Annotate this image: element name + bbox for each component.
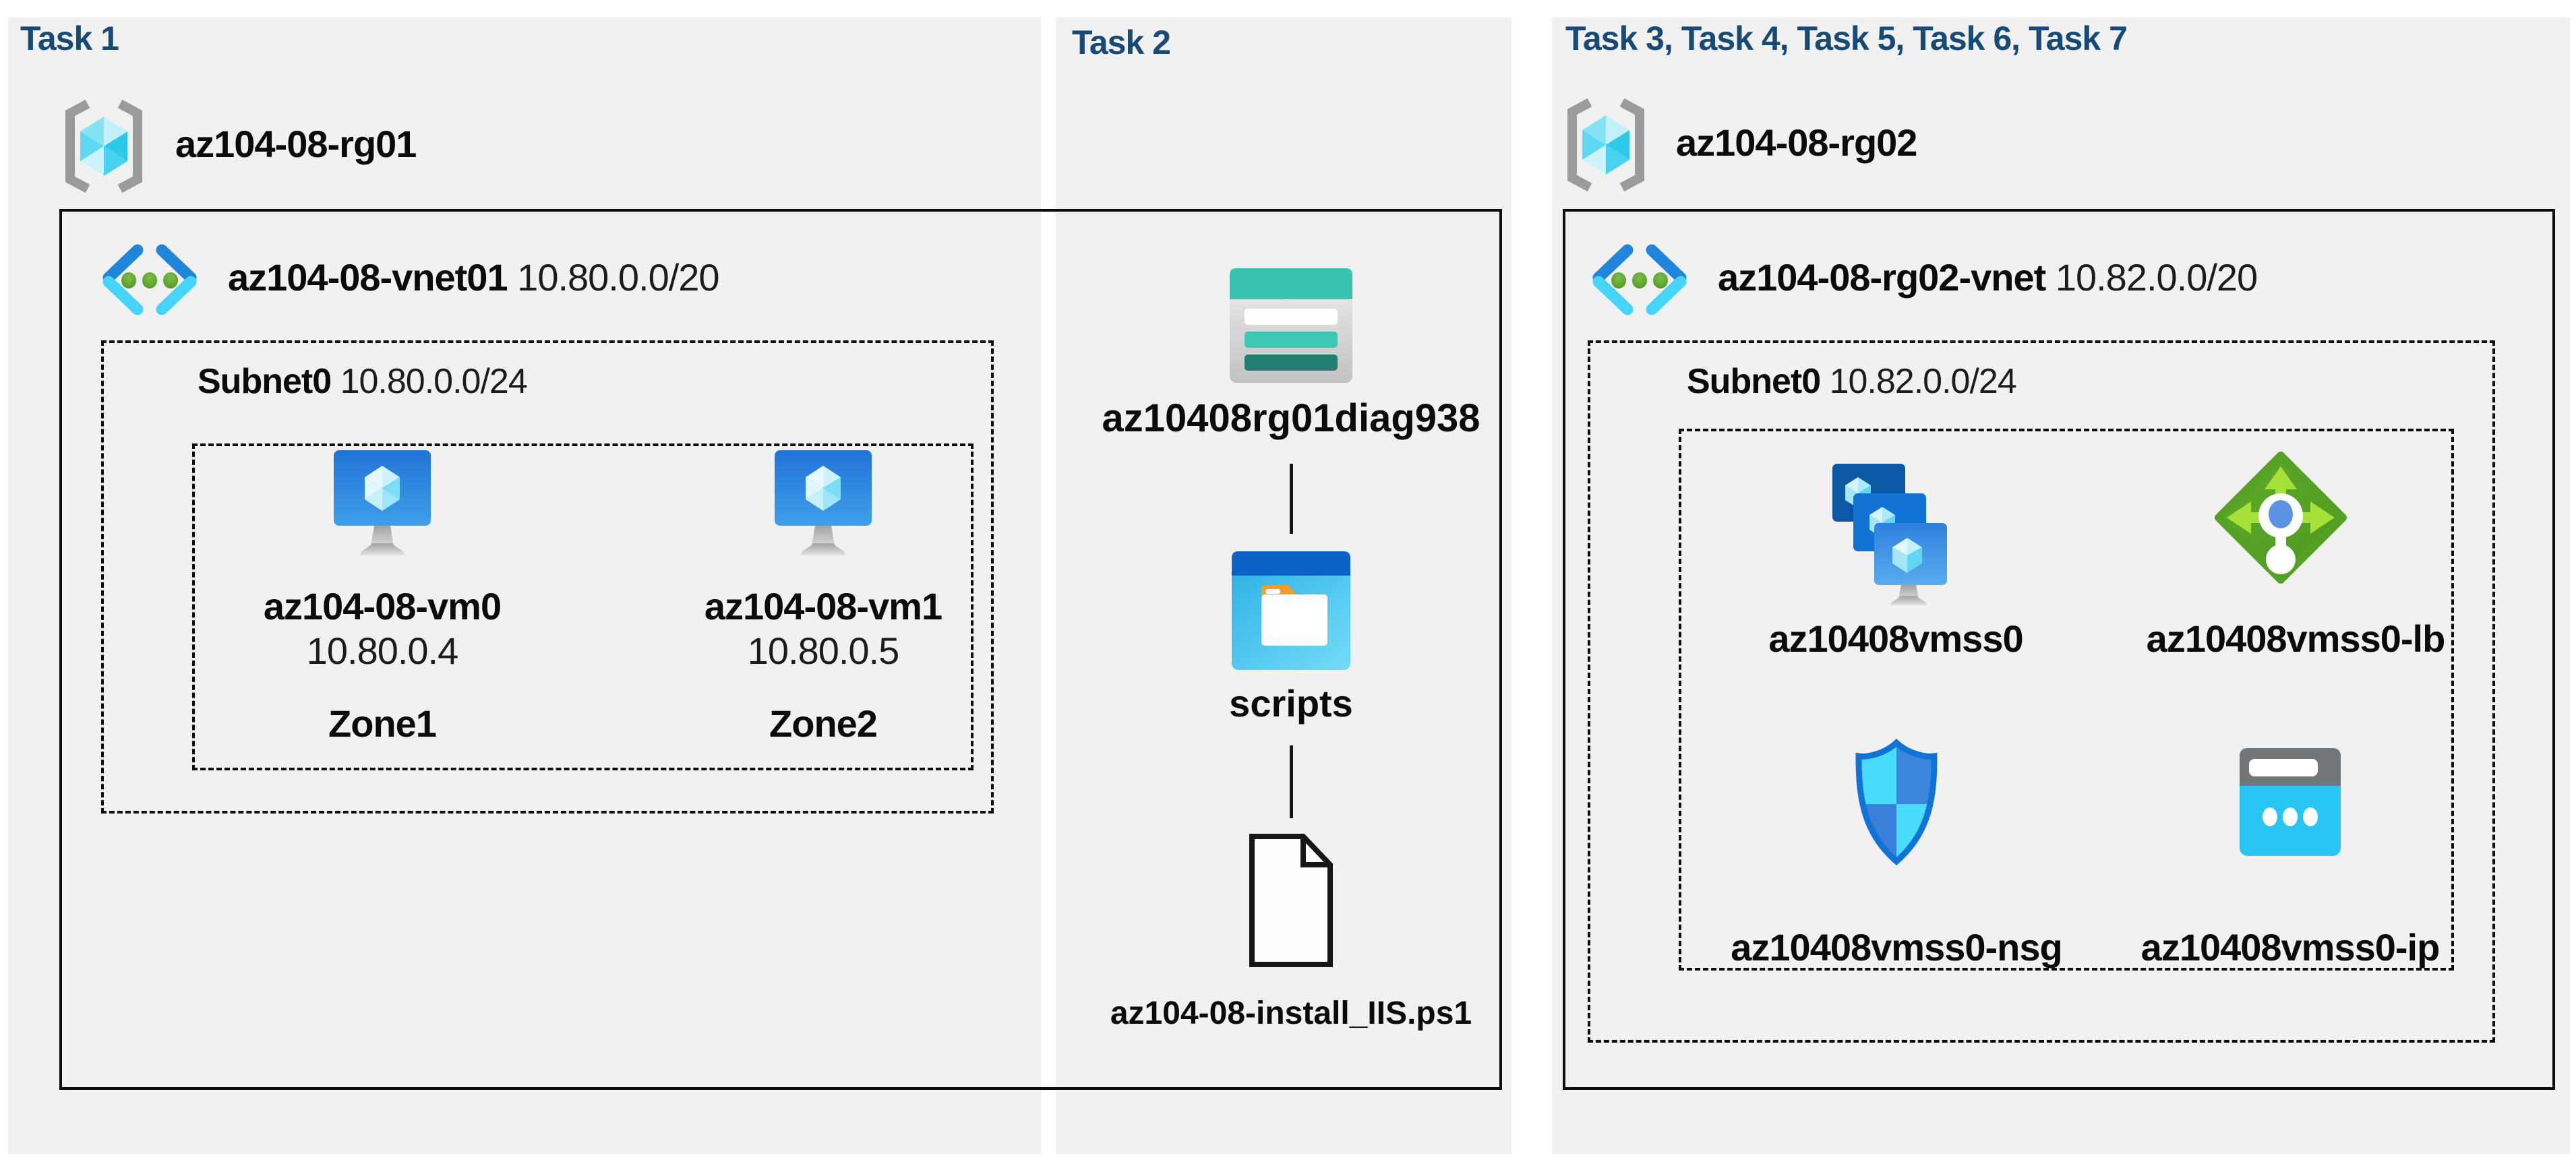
vnet02-label: az104-08-rg02-vnet 10.82.0.0/20 <box>1718 256 2258 299</box>
blob-container-icon <box>1232 551 1350 670</box>
subnet0-right-cidr: 10.82.0.0/24 <box>1829 362 2017 401</box>
vmss-resources-box <box>1679 429 2454 971</box>
storage-account-icon <box>1230 268 1352 383</box>
connector-line <box>1290 745 1293 818</box>
task2-title: Task 2 <box>1072 24 1171 61</box>
task1-panel <box>8 18 1041 1154</box>
nsg-label: az10408vmss0-nsg <box>1731 926 2062 969</box>
vm0-zone: Zone1 <box>328 702 437 745</box>
subnet0-box-right <box>1588 340 2495 1043</box>
vnet01-cidr: 10.80.0.0/20 <box>517 256 719 299</box>
vnet02-name: az104-08-rg02-vnet <box>1718 256 2046 299</box>
network-security-group-icon <box>1854 738 1939 865</box>
vnet02-box <box>1563 209 2555 1090</box>
rg02-label: az104-08-rg02 <box>1676 121 1917 164</box>
vnet02-cidr: 10.82.0.0/20 <box>2055 256 2258 299</box>
virtual-machine-icon <box>773 449 874 572</box>
vm0-name: az104-08-vm0 <box>263 585 502 627</box>
vm1-name: az104-08-vm1 <box>704 585 942 627</box>
vm1-ip: 10.80.0.5 <box>747 630 900 672</box>
public-ip-icon <box>2240 748 2341 856</box>
vnet01-label: az104-08-vnet01 10.80.0.0/20 <box>228 256 720 299</box>
public-ip-label: az10408vmss0-ip <box>2140 926 2440 969</box>
load-balancer-icon <box>2209 446 2352 589</box>
virtual-network-icon <box>98 243 201 317</box>
connector-line <box>1290 464 1293 534</box>
subnet0-left-name: Subnet0 <box>198 362 332 401</box>
vm-zone-group-box <box>192 443 974 770</box>
virtual-machine-icon <box>332 449 433 572</box>
load-balancer-label: az10408vmss0-lb <box>2146 617 2446 660</box>
vm-scale-set-icon <box>1831 453 1947 609</box>
resource-group-icon <box>59 97 148 195</box>
script-file-icon <box>1247 832 1336 969</box>
script-file-label: az104-08-install_IIS.ps1 <box>1110 995 1472 1031</box>
subnet0-box-left <box>101 340 994 814</box>
vm1-zone: Zone2 <box>769 702 878 745</box>
storage-account-label: az10408rg01diag938 <box>1102 396 1480 440</box>
subnet0-right-label: Subnet0 10.82.0.0/24 <box>1687 362 2017 401</box>
resource-group-icon <box>1561 96 1650 194</box>
subnet0-right-name: Subnet0 <box>1687 362 1821 401</box>
subnet0-left-label: Subnet0 10.80.0.0/24 <box>198 362 528 401</box>
vmss-label: az10408vmss0 <box>1768 617 2023 660</box>
virtual-network-icon <box>1588 243 1691 317</box>
vm0-ip: 10.80.0.4 <box>306 630 459 672</box>
task3-7-panel <box>1552 18 2570 1154</box>
blob-container-label: scripts <box>1229 682 1353 725</box>
subnet0-left-cidr: 10.80.0.0/24 <box>340 362 528 401</box>
vnet01-name: az104-08-vnet01 <box>228 256 508 299</box>
task3-7-title: Task 3, Task 4, Task 5, Task 6, Task 7 <box>1565 20 2128 57</box>
task1-title: Task 1 <box>20 20 119 57</box>
vnet01-box <box>59 209 1502 1090</box>
rg01-label: az104-08-rg01 <box>175 123 417 165</box>
